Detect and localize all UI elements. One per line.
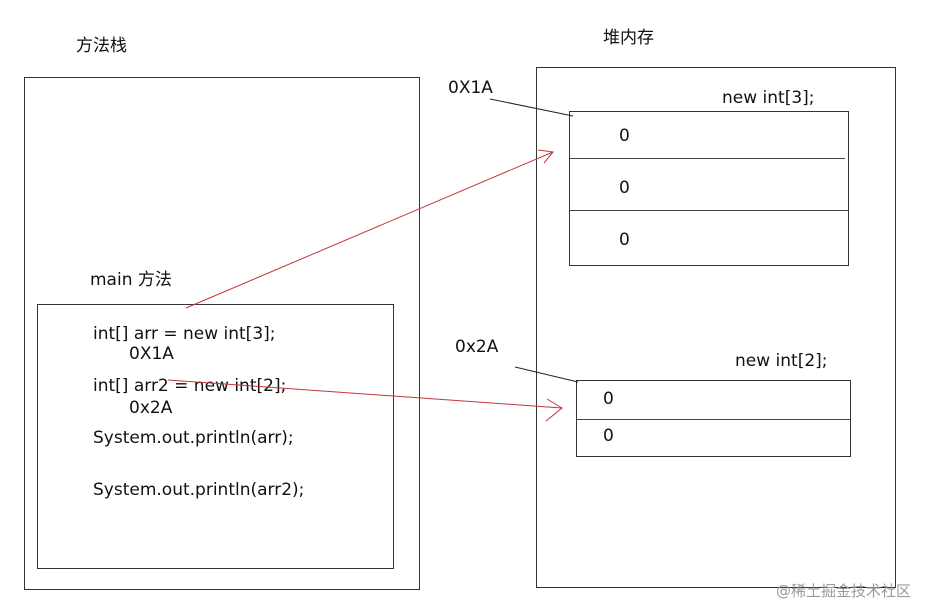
array1-cell-2: 0	[619, 230, 630, 250]
code-line-print-arr: System.out.println(arr);	[93, 428, 294, 448]
array2-address: 0x2A	[455, 337, 499, 357]
code-line-arr-address: 0X1A	[129, 344, 174, 364]
main-method-label: main 方法	[90, 270, 172, 290]
code-line-arr-decl: int[] arr = new int[3];	[93, 324, 276, 344]
code-line-arr2-decl: int[] arr2 = new int[2];	[93, 376, 287, 396]
code-line-print-arr2: System.out.println(arr2);	[93, 480, 305, 500]
array1-label: new int[3];	[722, 88, 815, 108]
array1-cell-1: 0	[619, 178, 630, 198]
code-line-arr2-address: 0x2A	[129, 398, 173, 418]
heap-frame	[536, 67, 896, 588]
array2-label: new int[2];	[735, 351, 828, 371]
array2-cell-1: 0	[603, 426, 614, 446]
array2-divider	[577, 419, 850, 420]
array2-box	[576, 380, 851, 457]
array1-address: 0X1A	[448, 78, 493, 98]
stack-frame	[24, 77, 420, 590]
stack-title: 方法栈	[76, 36, 127, 56]
array1-cell-0: 0	[619, 126, 630, 146]
array2-cell-0: 0	[603, 389, 614, 409]
array1-divider-2	[570, 210, 848, 211]
heap-title: 堆内存	[603, 28, 654, 48]
array1-box	[569, 111, 849, 266]
watermark: @稀土掘金技术社区	[776, 582, 912, 600]
array1-divider-1	[570, 158, 845, 159]
